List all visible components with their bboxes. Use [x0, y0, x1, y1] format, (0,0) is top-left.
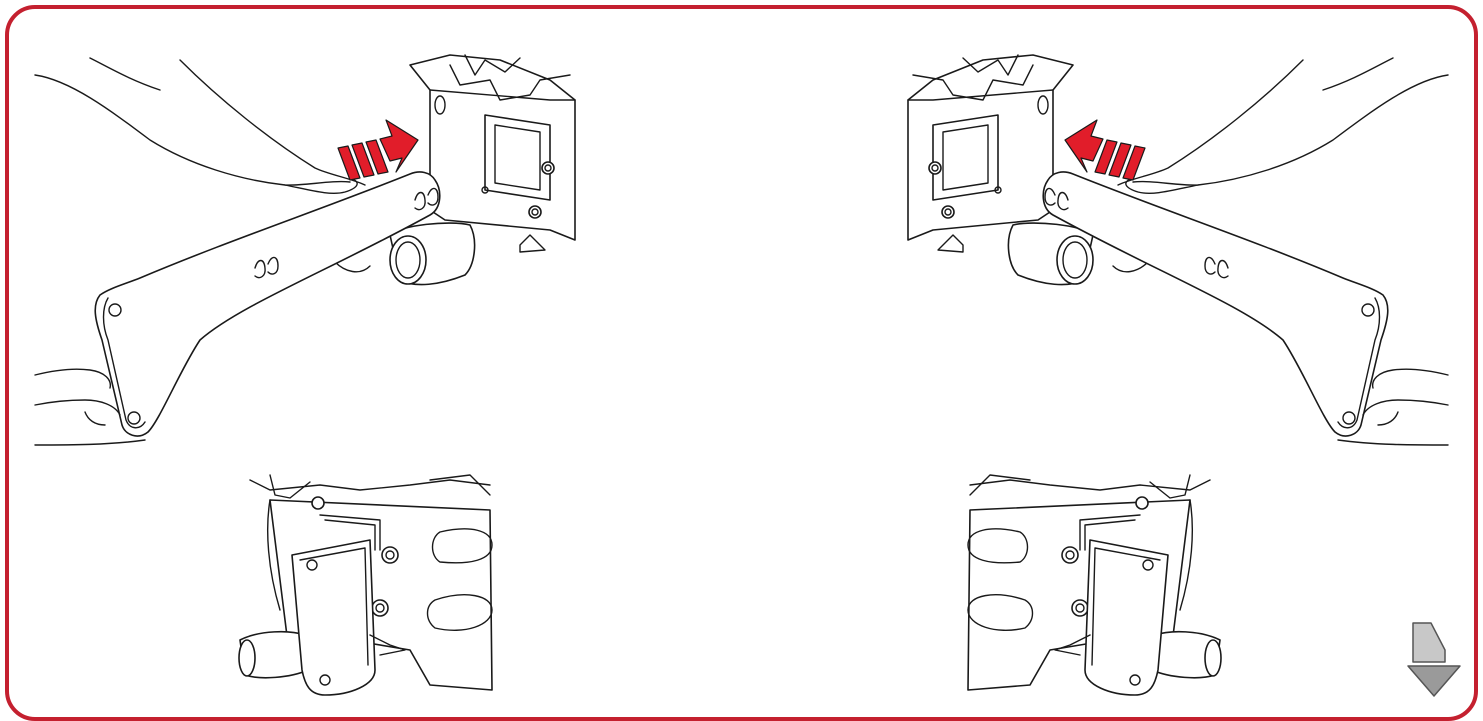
- bolt-lower: [372, 600, 388, 616]
- arm-upper-line-2: [180, 60, 365, 185]
- finger: [285, 178, 357, 193]
- insert-arrow-left: [1065, 120, 1145, 180]
- tube-end-bottom: [239, 640, 255, 676]
- next-page-button[interactable]: [1405, 620, 1465, 700]
- hand-lower: [35, 369, 110, 388]
- finger-under: [335, 262, 370, 272]
- insert-arrow-right: [338, 120, 418, 180]
- illustration-top-left: [30, 40, 600, 460]
- chevron-down-icon: [1408, 623, 1460, 696]
- arm-upper-line-3: [90, 58, 160, 90]
- bracket-tab: [520, 235, 545, 252]
- frame-top-detail-2: [430, 475, 490, 495]
- illustration-top-right: [883, 40, 1453, 460]
- bolt-top: [312, 497, 324, 509]
- bolt-upper: [382, 547, 398, 563]
- bolt-2: [529, 206, 541, 218]
- hand-lower-2: [35, 400, 120, 415]
- illustration-bottom-left: [230, 470, 510, 700]
- hand-lower-thumb: [85, 412, 105, 425]
- illustration-bottom-right: [950, 470, 1230, 700]
- mount-plate: [292, 540, 375, 695]
- frame-top-edge: [250, 480, 490, 490]
- bolt-1: [542, 162, 554, 174]
- hand-lower-3: [35, 440, 145, 445]
- frame-top-detail: [270, 475, 310, 498]
- mount-bar: [95, 172, 440, 436]
- arm-upper-line: [35, 75, 350, 185]
